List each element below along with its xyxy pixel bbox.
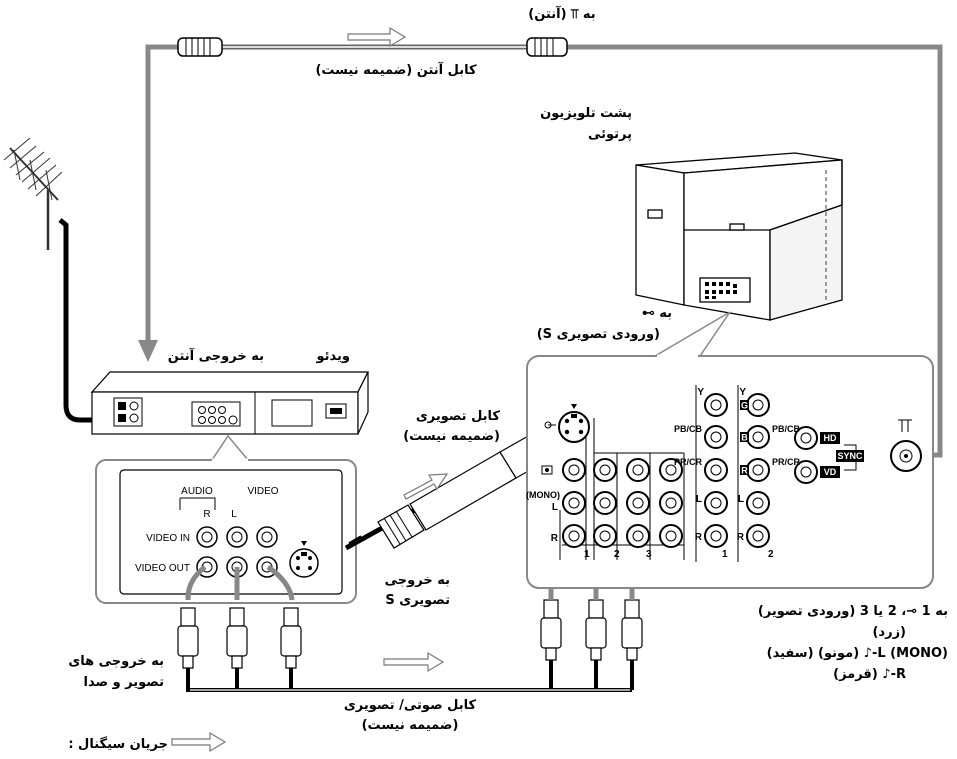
to-antenna-label: به ⫪ (آنتن) <box>528 7 596 22</box>
tv-in1-label: 1 <box>584 549 590 560</box>
video-cable-label-2: (ضمیمه نیست) <box>403 429 500 444</box>
to-antenna-out-label: به خروجی آنتن <box>167 349 264 364</box>
tv-antenna-symbol-icon <box>898 419 912 432</box>
video-cable-label-1: کابل تصویری <box>415 409 500 424</box>
tv-jacks <box>562 393 922 548</box>
rca-plugs-left-icon <box>177 607 302 669</box>
signal-arrow-icon <box>347 26 407 48</box>
tv-l3-label: L <box>738 494 744 505</box>
vcr-l-label: L <box>231 509 237 520</box>
tv-r3-label: R <box>737 532 745 543</box>
to-s-input-label-2: (ورودی تصویری S) <box>536 327 660 342</box>
outdoor-antenna-icon <box>3 137 63 250</box>
to-s-output-label-2: تصویری S <box>385 593 450 608</box>
vcr-callout-pointer <box>210 434 250 461</box>
signal-arrow-bottom-icon <box>383 651 445 673</box>
tv-y-label: Y <box>697 387 704 398</box>
rca-cables-left <box>185 564 295 601</box>
vcr-video-label: VIDEO <box>247 486 278 497</box>
signal-arrow-s-icon <box>403 473 449 500</box>
antenna-lead-cable <box>58 218 122 423</box>
inputs-label-3: L (MONO)-♪ (مونو) (سفید) <box>766 646 948 661</box>
tv-l2-label: L <box>552 502 558 513</box>
vcr-video-in-label: VIDEO IN <box>146 533 190 544</box>
tv-pb2-label: PB/CB <box>772 424 801 434</box>
tv-in3-label: 3 <box>646 549 652 560</box>
tv-rbox-label: R <box>741 466 748 476</box>
tv-comp1-label: 1 <box>722 549 728 560</box>
s-video-cable <box>344 434 547 551</box>
vcr-s-video-jack-icon <box>289 541 319 578</box>
antenna-cable-route <box>138 26 943 465</box>
tv-back-label-1: پشت تلویزیون <box>540 106 632 121</box>
tv-comp2-label: 2 <box>768 549 774 560</box>
vcr-label: ویدئو <box>316 349 350 364</box>
inputs-label-4: R-♪ (قرمز) <box>833 667 906 682</box>
signal-flow-label: جریان سیگنال : <box>68 737 168 752</box>
vcr-audio-label: AUDIO <box>181 486 213 497</box>
legend-arrow-icon <box>171 731 227 753</box>
av-cable-label-2: (ضمیمه نیست) <box>361 718 459 733</box>
tv-b-label: B <box>741 433 748 443</box>
to-s-input-label-1: به ⊶ <box>641 306 672 321</box>
tv-mono-label: (MONO) <box>526 490 560 500</box>
tv-y2-label: Y <box>739 387 746 398</box>
tv-in2-label: 2 <box>614 549 620 560</box>
tv-g-label: G <box>741 401 748 411</box>
tv-pr-label: PR/CR <box>674 457 703 467</box>
tv-sync-label: SYNC <box>837 451 863 461</box>
tv-vd-label: VD <box>824 467 837 477</box>
tv-pb-label: PB/CB <box>674 424 703 434</box>
vcr-device <box>90 371 369 435</box>
projection-tv <box>635 152 843 321</box>
to-s-output-label-1: به خروجی <box>384 573 450 588</box>
tv-back-label-2: پرتوئی <box>587 127 632 142</box>
to-av-outputs-label-1: به خروجی های <box>68 654 164 669</box>
inputs-label-2: (زرد) <box>872 625 906 640</box>
vcr-video-out-label: VIDEO OUT <box>135 563 190 574</box>
rca-plugs-right-icon <box>540 599 643 661</box>
tv-s-video-jack-icon <box>544 404 590 443</box>
tv-pr2-label: PR/CR <box>772 457 801 467</box>
antenna-connector-left-icon <box>177 37 223 57</box>
video-jack-symbol-icon <box>541 465 553 475</box>
to-av-outputs-label-2: تصویر و صدا <box>83 675 164 690</box>
tv-r2-label: R <box>551 533 559 544</box>
tv-hd-label: HD <box>824 433 837 443</box>
inputs-label-1: به 1 ⊸، 2 یا 3 (ورودی تصویر) <box>757 604 948 619</box>
vcr-r-label: R <box>203 509 210 520</box>
antenna-connector-right-icon <box>526 37 568 57</box>
tv-r-label: R <box>695 532 703 543</box>
antenna-cable-label: کابل آنتن (ضمیمه نیست) <box>315 63 477 78</box>
av-cable-label-1: کابل صوتی/ تصویری <box>343 698 477 713</box>
tv-l-label: L <box>696 494 702 505</box>
tv-rgb-boxes <box>740 400 749 475</box>
